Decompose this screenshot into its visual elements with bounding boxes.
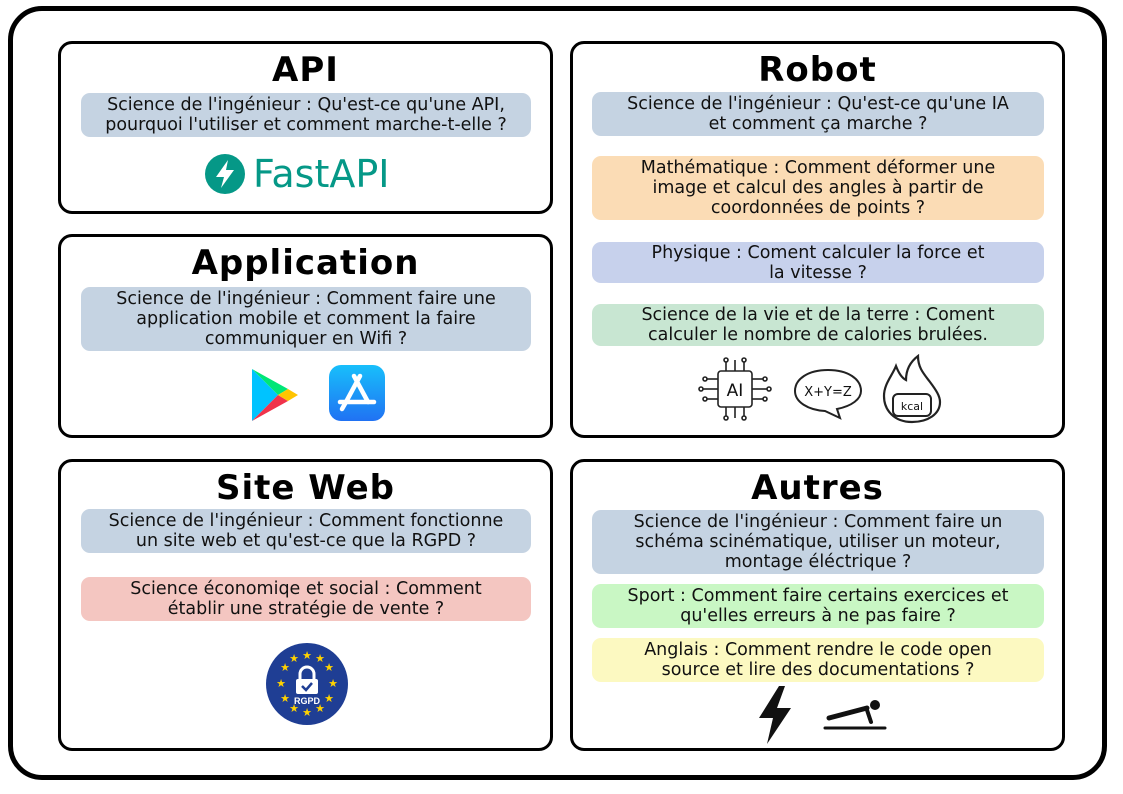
panel-title: Robot: [758, 50, 877, 90]
panel-site-web: Site Web Science de l'ingénieur : Commen…: [58, 459, 553, 751]
topic-box: Physique : Coment calculer la force et l…: [592, 242, 1044, 283]
topic-box: Science de l'ingénieur : Comment faire u…: [592, 510, 1044, 574]
svg-text:★: ★: [280, 692, 290, 705]
panel-title: Application: [191, 243, 420, 283]
topic-box: Sport : Comment faire certains exercices…: [592, 584, 1044, 628]
svg-text:★: ★: [315, 652, 325, 665]
app-store-icon: [329, 365, 385, 421]
equation-bubble-icon: X+Y=Z: [792, 366, 864, 420]
equation-label: X+Y=Z: [804, 385, 852, 400]
ai-chip-label: AI: [727, 381, 744, 401]
pushup-exercise-icon: [823, 696, 887, 732]
svg-text:★: ★: [324, 692, 334, 705]
panel-api: API Science de l'ingénieur : Qu'est-ce q…: [58, 41, 553, 214]
panel-title: API: [272, 50, 339, 90]
panel-robot: Robot Science de l'ingénieur : Qu'est-ce…: [570, 41, 1065, 438]
topic-box: Anglais : Comment rendre le code open so…: [592, 638, 1044, 682]
topic-box: Science de l'ingénieur : Qu'est-ce qu'un…: [81, 93, 531, 137]
lightning-icon: [757, 686, 793, 744]
topic-box: Mathématique : Comment déformer une imag…: [592, 156, 1044, 220]
svg-text:★: ★: [315, 702, 325, 715]
panel-title: Site Web: [216, 468, 395, 508]
kcal-label: kcal: [901, 400, 923, 413]
rgpd-badge-icon: ★★★ ★★★ ★★★ ★★★ RGPD: [265, 642, 349, 726]
svg-text:★: ★: [289, 702, 299, 715]
svg-text:★: ★: [302, 706, 312, 719]
panel-application: Application Science de l'ingénieur : Com…: [58, 234, 553, 438]
svg-text:★: ★: [280, 661, 290, 674]
google-play-icon: [248, 367, 300, 423]
topic-box: Science économiqe et social : Comment ét…: [81, 577, 531, 621]
kcal-flame-icon: kcal: [880, 353, 944, 426]
panel-autres: Autres Science de l'ingénieur : Comment …: [570, 459, 1065, 751]
fastapi-logo-text: FastAPI: [253, 152, 390, 196]
svg-text:★: ★: [302, 649, 312, 662]
fastapi-logo-icon: FastAPI: [203, 150, 443, 200]
topic-box: Science de l'ingénieur : Comment faire u…: [81, 287, 531, 351]
panel-title: Autres: [751, 468, 884, 508]
topic-box: Science de la vie et de la terre : Comen…: [592, 304, 1044, 346]
topic-box: Science de l'ingénieur : Qu'est-ce qu'un…: [592, 92, 1044, 136]
svg-text:★: ★: [324, 661, 334, 674]
svg-text:★: ★: [276, 677, 286, 690]
svg-text:★: ★: [289, 652, 299, 665]
rgpd-badge-text: RGPD: [294, 696, 321, 706]
svg-text:★: ★: [328, 677, 338, 690]
topic-box: Science de l'ingénieur : Comment fonctio…: [81, 509, 531, 553]
ai-chip-icon: AI: [698, 357, 772, 421]
